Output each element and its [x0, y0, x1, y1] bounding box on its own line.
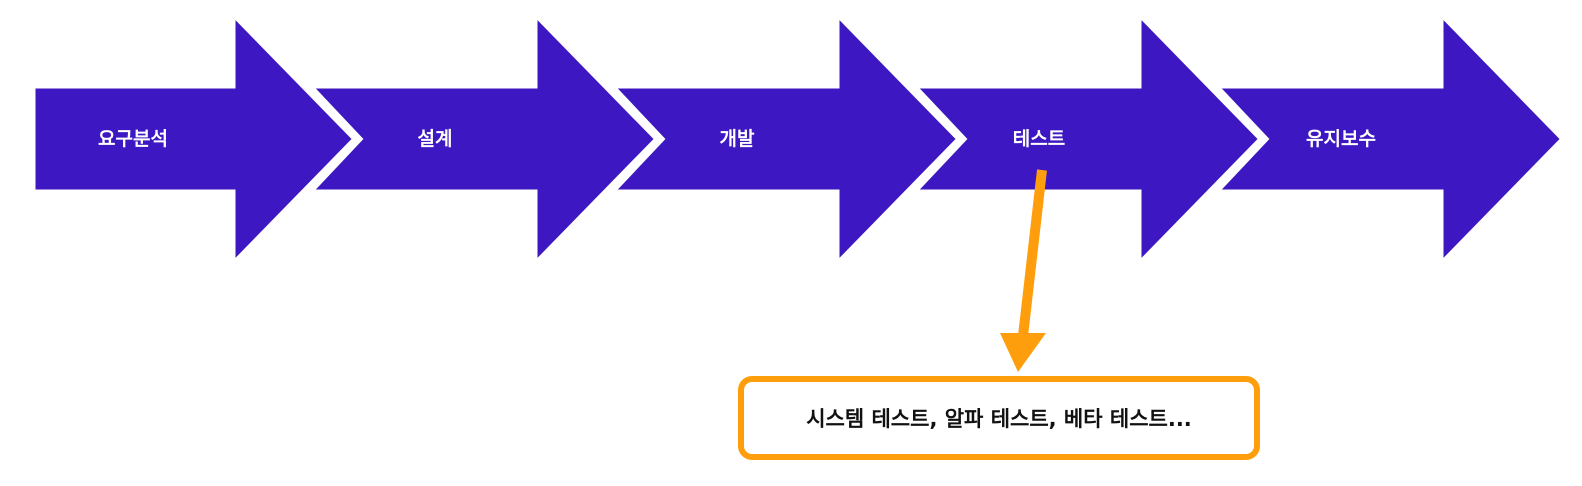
stage-arrow-2: [304, 7, 661, 271]
stage-label-3: 개발: [720, 128, 755, 150]
callout-text: 시스템 테스트, 알파 테스트, 베타 테스트...: [806, 407, 1192, 431]
stage-label-5: 유지보수: [1306, 128, 1376, 150]
stage-label-4: 테스트: [1013, 128, 1065, 150]
stages-layer: 요구분석 설계 개발 테스트 유지보수: [30, 7, 1567, 271]
stage-arrow-1: [30, 7, 359, 271]
callout-box: 시스템 테스트, 알파 테스트, 베타 테스트...: [738, 376, 1260, 460]
callout-connector-arrowhead: [1000, 333, 1046, 372]
stage-arrow-4: [908, 7, 1265, 271]
connector-layer: [1000, 169, 1047, 372]
stage-arrow-5: [1210, 7, 1567, 271]
stage-arrow-3: [606, 7, 963, 271]
stage-label-2: 설계: [418, 128, 453, 150]
callout-connector-line: [1018, 169, 1047, 337]
stage-label-1: 요구분석: [98, 128, 168, 150]
